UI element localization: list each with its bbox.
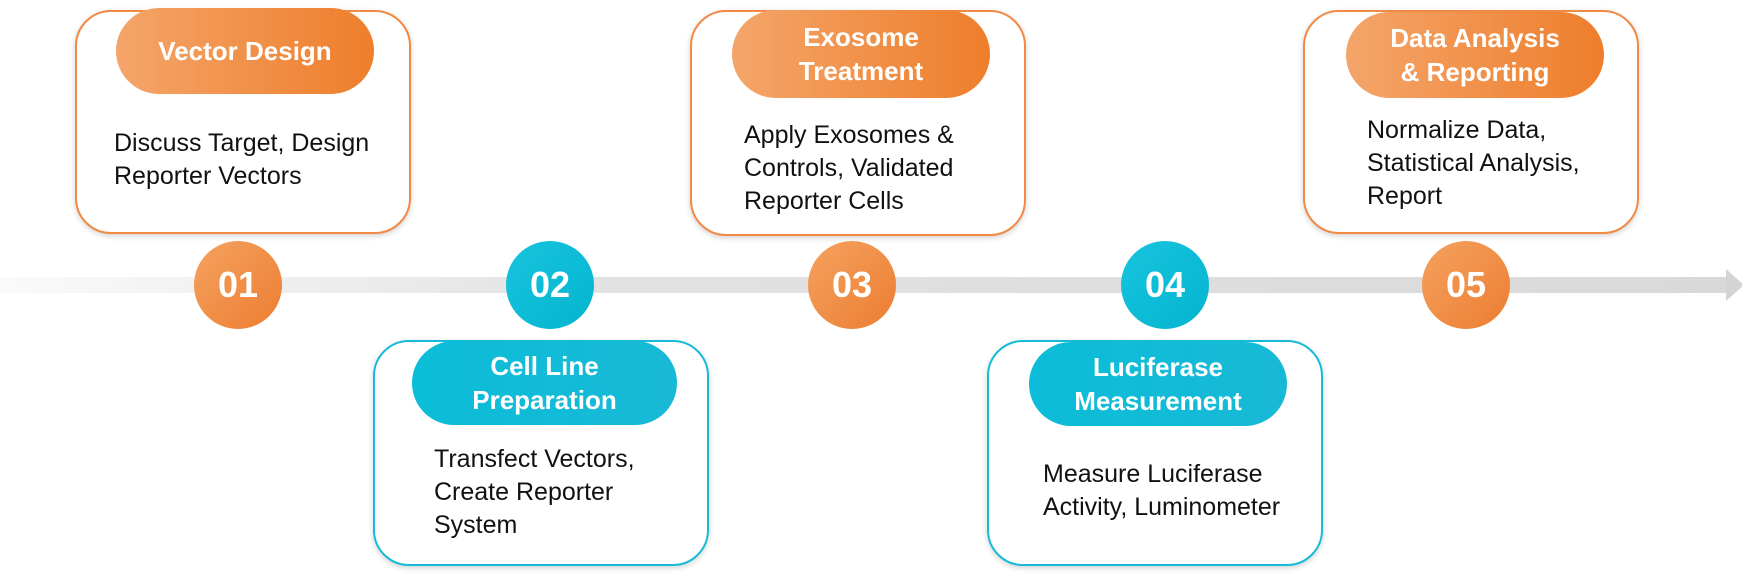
step-02-description: Transfect Vectors, Create Reporter Syste… <box>434 443 635 542</box>
step-05-desc-line: Statistical Analysis, <box>1367 149 1580 177</box>
step-05-title-line1: Data Analysis <box>1390 23 1560 53</box>
step-05-title-line2: & Reporting <box>1400 57 1550 87</box>
step-02-desc-line: Create Reporter <box>434 478 614 506</box>
step-01-title-pill: Vector Design <box>116 8 374 94</box>
step-05-number: 05 <box>1445 264 1487 305</box>
step-03-title-line2: Treatment <box>798 56 924 86</box>
step-03-desc-line: Reporter Cells <box>744 187 904 215</box>
step-03-desc-line: Apply Exosomes & <box>744 121 954 149</box>
timeline-arrow-head <box>1726 269 1742 301</box>
step-05-desc-line: Report <box>1367 182 1443 210</box>
step-02-title-line2: Preparation <box>472 385 617 415</box>
step-02-title-line1: Cell Line <box>490 351 599 381</box>
step-03-title-line1: Exosome <box>803 22 919 52</box>
step-04-title-pill: Luciferase Measurement <box>1029 342 1287 426</box>
step-02-number-circle: 02 <box>506 241 594 329</box>
step-01-desc-line: Discuss Target, Design <box>114 129 370 157</box>
step-02-number: 02 <box>529 264 571 305</box>
step-01-title: Vector Design <box>158 36 332 66</box>
step-04-desc-line: Activity, Luminometer <box>1043 493 1281 521</box>
step-03-desc-line: Controls, Validated <box>744 154 954 182</box>
step-01-number-circle: 01 <box>194 241 282 329</box>
step-04-number-circle: 04 <box>1121 241 1209 329</box>
step-02-title-pill: Cell Line Preparation <box>412 341 677 425</box>
step-02-desc-line: Transfect Vectors, <box>434 445 635 473</box>
step-05-title-pill: Data Analysis & Reporting <box>1346 12 1604 98</box>
step-04-title-line2: Measurement <box>1074 386 1242 416</box>
step-01-number: 01 <box>217 264 259 305</box>
step-01-description: Discuss Target, Design Reporter Vectors <box>114 127 369 193</box>
step-05-desc-line: Normalize Data, <box>1367 116 1547 144</box>
step-03-description: Apply Exosomes & Controls, Validated Rep… <box>744 119 954 218</box>
step-04-description: Measure Luciferase Activity, Luminometer <box>1043 458 1280 524</box>
step-04-number: 04 <box>1144 264 1186 305</box>
step-05-description: Normalize Data, Statistical Analysis, Re… <box>1367 114 1580 213</box>
step-04-title-line1: Luciferase <box>1092 352 1224 382</box>
step-05-number-circle: 05 <box>1422 241 1510 329</box>
step-03-number: 03 <box>831 264 873 305</box>
step-03-title-pill: Exosome Treatment <box>732 10 990 98</box>
step-04-desc-line: Measure Luciferase <box>1043 460 1263 488</box>
step-02-desc-line: System <box>434 511 518 539</box>
step-01-desc-line: Reporter Vectors <box>114 162 302 190</box>
step-03-number-circle: 03 <box>808 241 896 329</box>
